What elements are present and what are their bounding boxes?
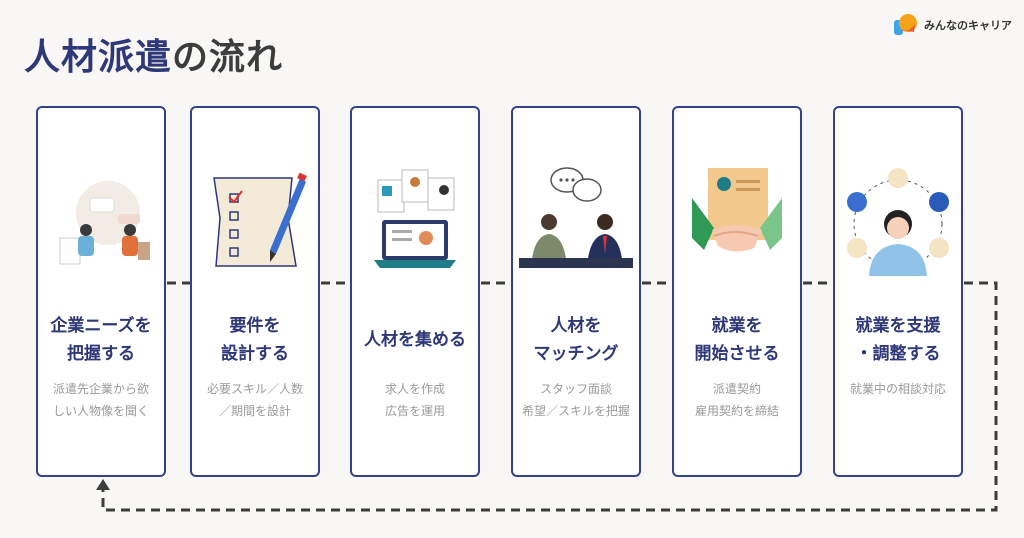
- checklist-pencil-icon: [213, 172, 307, 267]
- arrow-head-icon: [96, 479, 110, 490]
- contract-handshake-icon: [692, 168, 782, 252]
- step-description: 派遣先企業から欲 しい人物像を聞く: [52, 382, 149, 418]
- interview-illustration-icon: [519, 167, 633, 268]
- step-description: 求人を作成 広告を運用: [384, 382, 445, 418]
- logo-text: みんなのキャリア: [924, 19, 1012, 32]
- step-description: 就業中の相談対応: [849, 382, 946, 396]
- step-card-5: 就業を 開始させる 派遣契約 雇用契約を締結: [672, 106, 802, 477]
- logo-icon: [894, 14, 917, 35]
- step-title: 人材を マッチング: [533, 316, 619, 364]
- brand-logo: みんなのキャリア: [892, 12, 1012, 38]
- step-card-3: 人材を集める 求人を作成 広告を運用: [350, 106, 480, 477]
- step-title: 要件を 設計する: [221, 316, 289, 364]
- step-description: スタッフ面談 希望／スキルを把握: [521, 382, 630, 418]
- step-title: 人材を集める: [364, 330, 466, 350]
- step-title: 就業を支援 ・調整する: [855, 316, 941, 364]
- step-title: 就業を 開始させる: [694, 316, 780, 364]
- step-card-6: 就業を支援 ・調整する 就業中の相談対応: [833, 106, 963, 477]
- laptop-resumes-icon: [374, 169, 456, 268]
- step-description: 必要スキル／人数 ／期間を設計: [206, 382, 303, 418]
- step-card-2: 要件を 設計する 必要スキル／人数 ／期間を設計: [190, 106, 320, 477]
- support-operator-icon: [847, 168, 949, 276]
- step-title: 企業ニーズを 把握する: [50, 316, 152, 364]
- step-card-4: 人材を マッチング スタッフ面談 希望／スキルを把握: [511, 106, 641, 477]
- step-card-1: 企業ニーズを 把握する 派遣先企業から欲 しい人物像を聞く: [36, 106, 166, 477]
- title-main: 人材派遣: [24, 37, 173, 78]
- meeting-illustration-icon: [59, 181, 150, 265]
- page-title: 人材派遣の流れ: [24, 28, 283, 80]
- step-description: 派遣契約 雇用契約を締結: [694, 382, 779, 418]
- title-suffix: の流れ: [172, 37, 284, 78]
